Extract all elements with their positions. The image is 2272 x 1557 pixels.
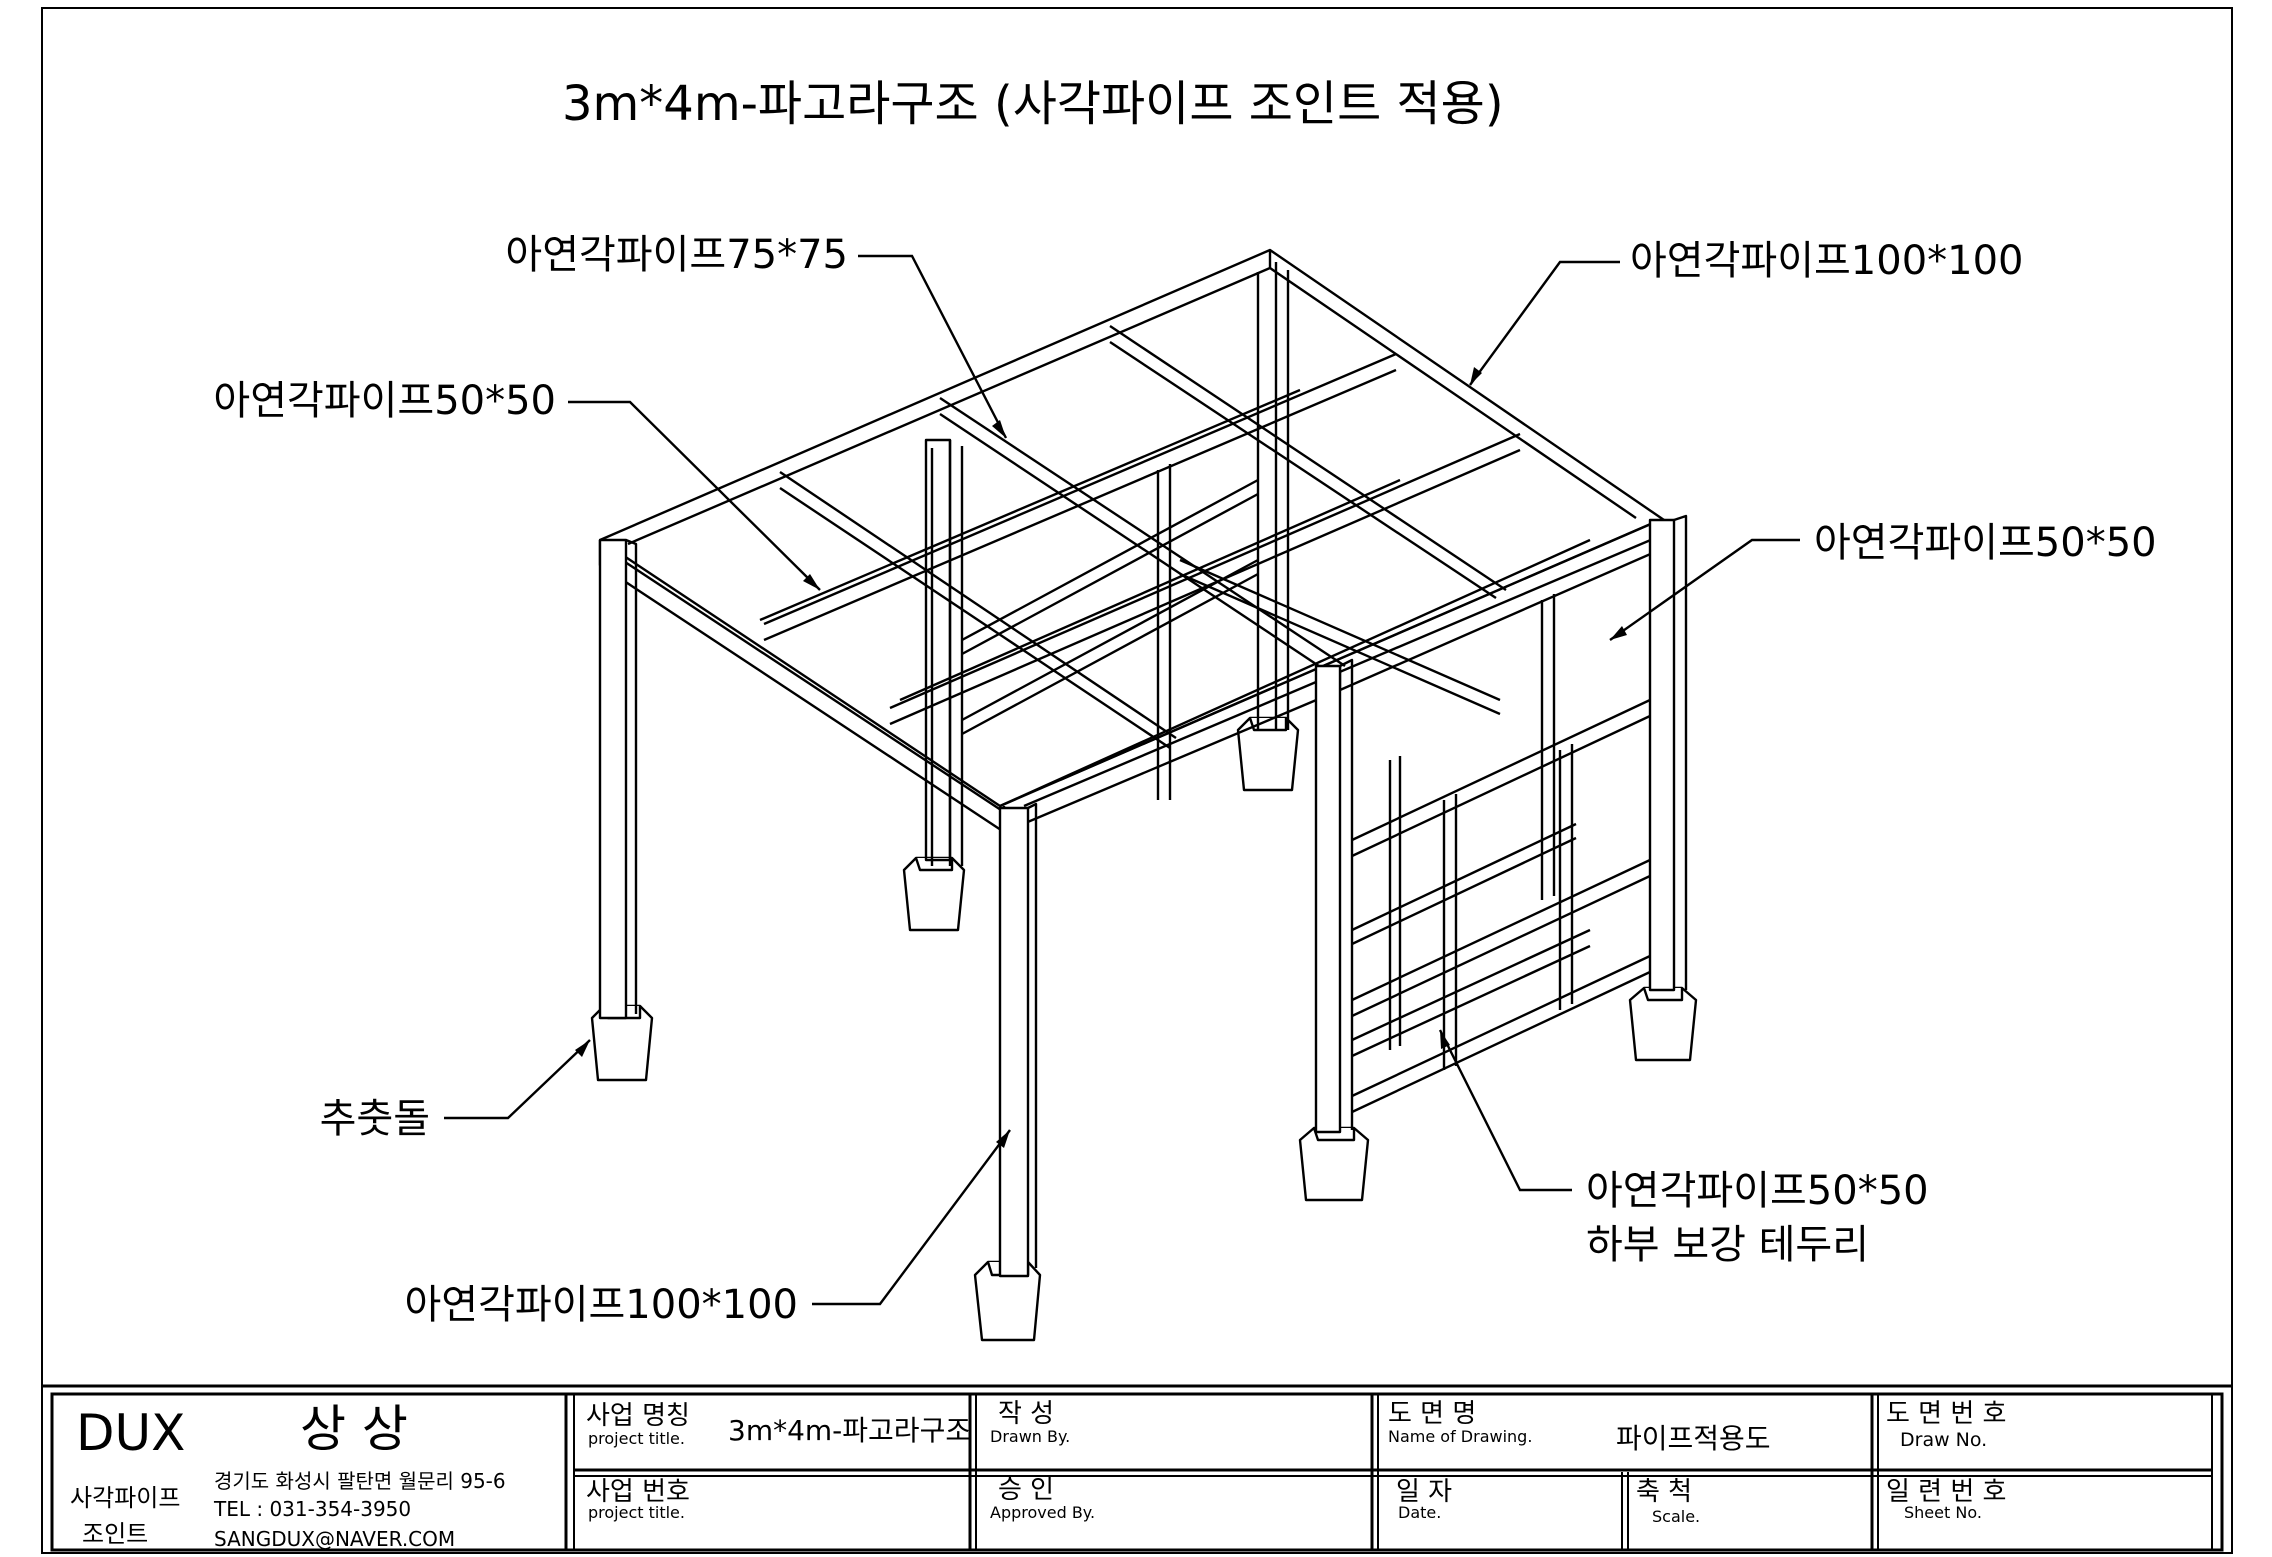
arrow-right-50 — [1610, 626, 1627, 640]
scale-label: 축 척 — [1636, 1477, 1692, 1507]
drawn-by-sub: Drawn By. — [990, 1427, 1070, 1446]
roof-purlins — [759, 352, 1661, 808]
leader-top-right-100 — [1469, 260, 1620, 386]
callout-left-50: 아연각파이프50*50 — [213, 378, 556, 424]
rear-posts — [930, 262, 1290, 866]
drawing-name-label: 도 면 명 — [1388, 1399, 1476, 1429]
drawing-name-value: 파이프적용도 — [1616, 1422, 1771, 1455]
callout-bottom-50-line2: 하부 보강 테두리 — [1586, 1222, 1869, 1268]
drawing-no-label: 도 면 번 호 — [1886, 1399, 2006, 1429]
arrow-left-50 — [803, 574, 820, 590]
side-bracing — [1351, 594, 1651, 1114]
callout-right-50: 아연각파이프50*50 — [1814, 520, 2157, 566]
arrow-bottom-100 — [996, 1130, 1010, 1148]
drawing-no-sub: Draw No. — [1900, 1429, 1987, 1451]
pergola-structure — [590, 248, 1698, 1342]
leader-left-50 — [568, 400, 821, 591]
approved-by-label: 승 인 — [998, 1475, 1054, 1505]
arrow-top-right-100 — [1470, 367, 1482, 385]
leader-top-left-75 — [858, 254, 1008, 439]
scale-sub: Scale. — [1652, 1507, 1700, 1526]
roof-main-beams — [779, 325, 1507, 749]
company-address: 경기도 화성시 팔탄면 월문리 95-6 — [214, 1469, 506, 1493]
project-name-sub: project title. — [588, 1429, 685, 1448]
leader-arrows — [575, 367, 1627, 1148]
project-no-sub: project title. — [588, 1503, 685, 1522]
arrow-top-left-75 — [992, 420, 1006, 438]
sheet-no-sub: Sheet No. — [1904, 1503, 1982, 1522]
title-block-text: DUX 상 상 사각파이프 조인트 경기도 화성시 팔탄면 월문리 95-6 T… — [70, 1399, 2006, 1551]
project-name-label: 사업 명칭 — [586, 1401, 690, 1431]
date-label: 일 자 — [1396, 1477, 1452, 1507]
callout-top-right-100: 아연각파이프100*100 — [1630, 238, 2024, 284]
company-sub-line1: 사각파이프 — [70, 1484, 180, 1512]
leader-right-50 — [1609, 538, 1800, 641]
leader-footing — [444, 1039, 591, 1120]
callout-bottom-50-line1: 아연각파이프50*50 — [1586, 1168, 1929, 1214]
arrow-footing — [575, 1040, 590, 1057]
sheet-border — [41, 7, 2233, 1554]
approved-by-sub: Approved By. — [990, 1503, 1095, 1522]
sheet-no-label: 일 련 번 호 — [1886, 1477, 2006, 1507]
project-name-value: 3m*4m-파고라구조 — [728, 1414, 971, 1447]
drawing-title: 3m*4m-파고라구조 (사각파이프 조인트 적용) — [562, 76, 1504, 132]
company-name: 상 상 — [300, 1400, 408, 1458]
drawn-by-label: 작 성 — [998, 1399, 1054, 1429]
date-sub: Date. — [1398, 1503, 1441, 1522]
callout-bottom-100: 아연각파이프100*100 — [405, 1282, 799, 1328]
callout-top-left-75: 아연각파이프75*75 — [505, 232, 848, 278]
callout-footing: 추춧돌 — [320, 1096, 430, 1142]
drawing-name-sub: Name of Drawing. — [1388, 1427, 1532, 1446]
company-sub-line2: 조인트 — [82, 1520, 148, 1548]
company-tel: TEL : 031-354-3950 — [213, 1497, 411, 1521]
arrow-bottom-50 — [1440, 1030, 1450, 1049]
leader-bottom-50 — [1438, 1029, 1572, 1192]
leader-lines — [444, 254, 1800, 1306]
title-block — [42, 1384, 2232, 1552]
rear-bracing — [961, 478, 1501, 736]
project-no-label: 사업 번호 — [586, 1477, 690, 1507]
company-logo: DUX — [76, 1404, 185, 1462]
front-posts — [598, 438, 1688, 1278]
leader-bottom-100 — [812, 1129, 1011, 1306]
company-email: SANGDUX@NAVER.COM — [214, 1527, 455, 1551]
